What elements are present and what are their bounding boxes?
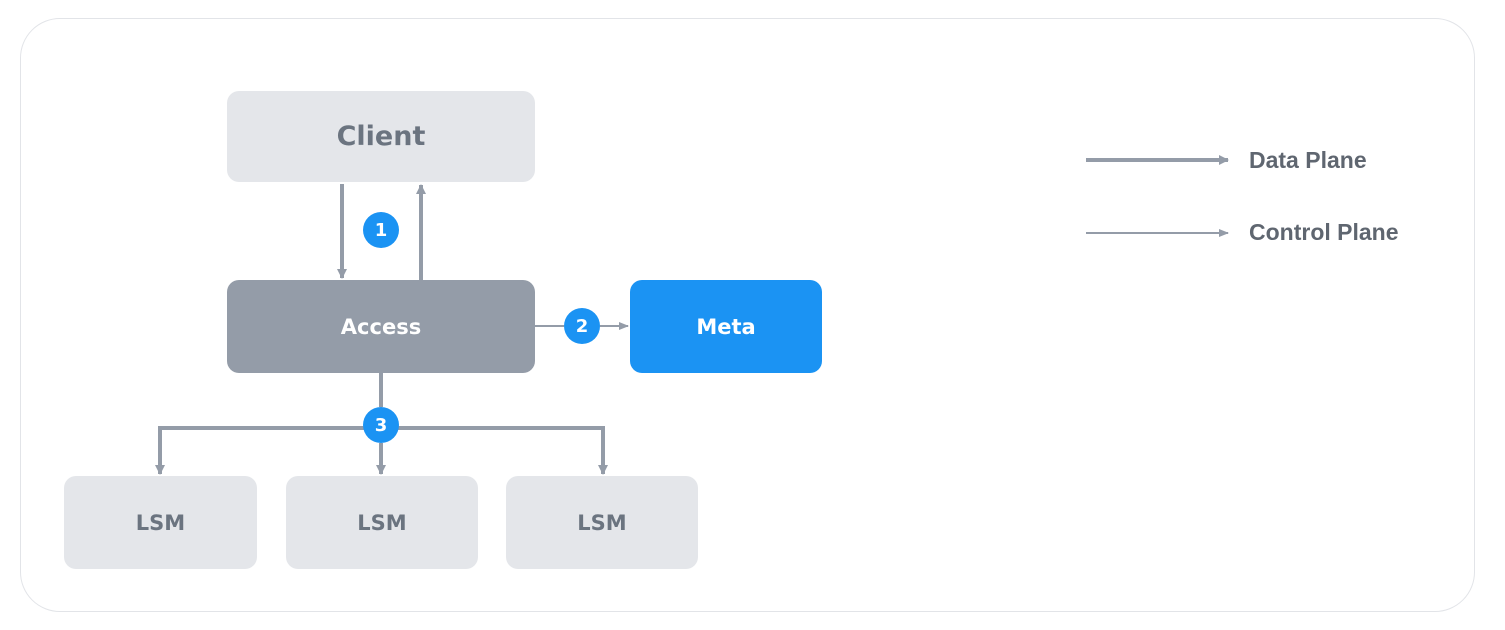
step-badge-3: 3 (363, 407, 399, 443)
step-badge-2: 2 (564, 308, 600, 344)
access-label: Access (340, 314, 422, 339)
lsm-label: LSM (357, 510, 407, 535)
lsm-node-1: LSM (64, 476, 257, 569)
client-node: Client (227, 91, 535, 182)
client-label: Client (336, 121, 426, 152)
lsm-node-2: LSM (286, 476, 478, 569)
legend-control-plane-label: Control Plane (1249, 219, 1399, 245)
meta-node: Meta (630, 280, 822, 373)
lsm-node-3: LSM (506, 476, 698, 569)
legend-data-plane-label: Data Plane (1249, 147, 1367, 173)
lsm-label: LSM (135, 510, 186, 535)
lsm-label: LSM (577, 510, 627, 535)
meta-label: Meta (696, 314, 756, 339)
step-badge-1: 1 (363, 212, 399, 248)
access-node: Access (227, 280, 535, 373)
